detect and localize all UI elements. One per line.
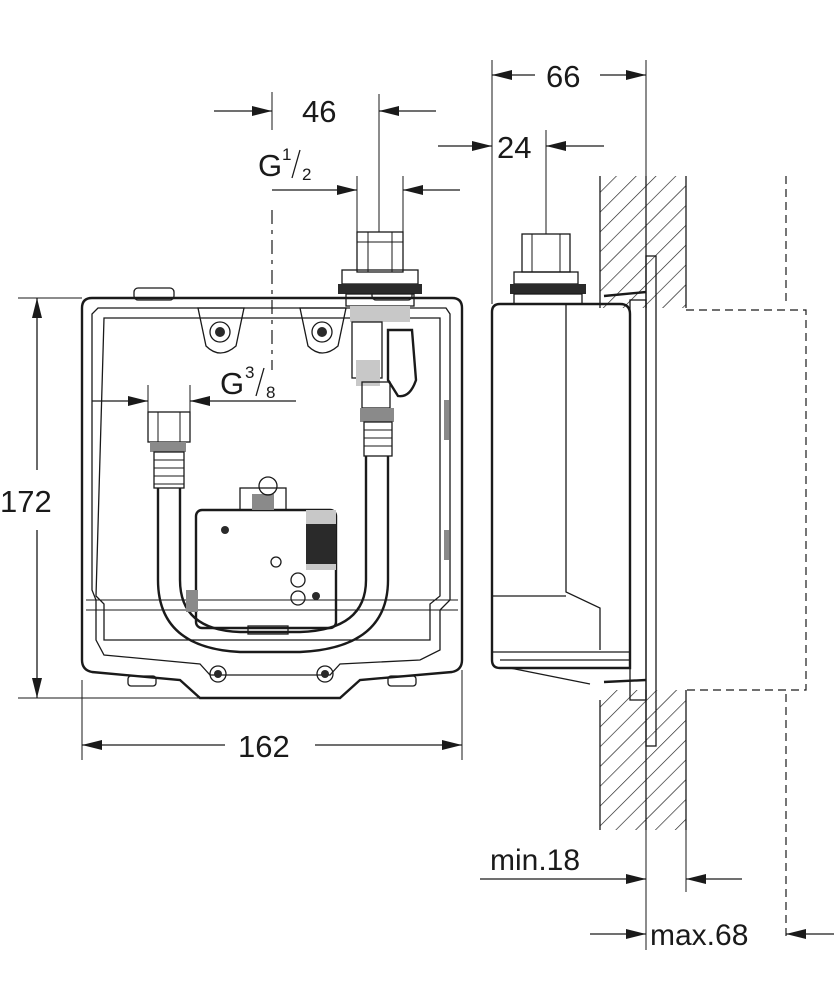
side-outlet-fitting (510, 233, 586, 305)
mounting-flange (629, 299, 647, 701)
box-frame (95, 317, 441, 641)
dim-max-68-label: max.68 (650, 919, 748, 952)
mount-hole-right (299, 307, 347, 354)
box-outline (80, 296, 464, 700)
solenoid-valve (186, 476, 338, 635)
wall-hatch-top (600, 176, 686, 308)
dim-min-18: min.18 (480, 830, 742, 950)
dim-66-label: 66 (546, 59, 580, 94)
dim-172-label: 172 (0, 484, 52, 519)
dim-172: 172 (0, 297, 200, 699)
inlet-thread-num: 1 (282, 145, 291, 164)
hose-thread-den: 8 (266, 383, 275, 402)
hose-thread-base: G (220, 366, 244, 401)
dim-162-label: 162 (238, 729, 290, 764)
dim-min-18-label: min.18 (490, 844, 580, 877)
dim-46: 46 (214, 94, 436, 129)
flexible-hose (156, 456, 390, 654)
dim-46-label: 46 (302, 94, 336, 129)
side-body (490, 302, 632, 670)
inlet-thread-base: G (258, 148, 282, 183)
box-inner-outline (91, 307, 451, 676)
hose-thread-num: 3 (245, 363, 254, 382)
dim-max-68: max.68 (590, 919, 834, 952)
inlet-thread-den: 2 (302, 165, 311, 184)
dim-hose-thread: G 3 8 (92, 363, 296, 412)
front-view: 46 G 1 2 G 3 8 (0, 92, 464, 764)
dim-24-label: 24 (497, 130, 531, 165)
box-tab-left (133, 287, 175, 301)
hose-fitting-left (147, 411, 191, 489)
dim-162: 162 (81, 670, 463, 764)
wall-hatch-bottom (600, 690, 686, 830)
dim-inlet-thread: G 1 2 (258, 145, 460, 232)
dim-66: 66 (491, 59, 647, 304)
mount-hole-left (197, 307, 245, 354)
inlet-fitting (338, 231, 422, 457)
wall-cutout (686, 309, 807, 691)
side-view: 66 24 min.18 max.68 (438, 59, 834, 952)
dim-24: 24 (438, 130, 604, 234)
